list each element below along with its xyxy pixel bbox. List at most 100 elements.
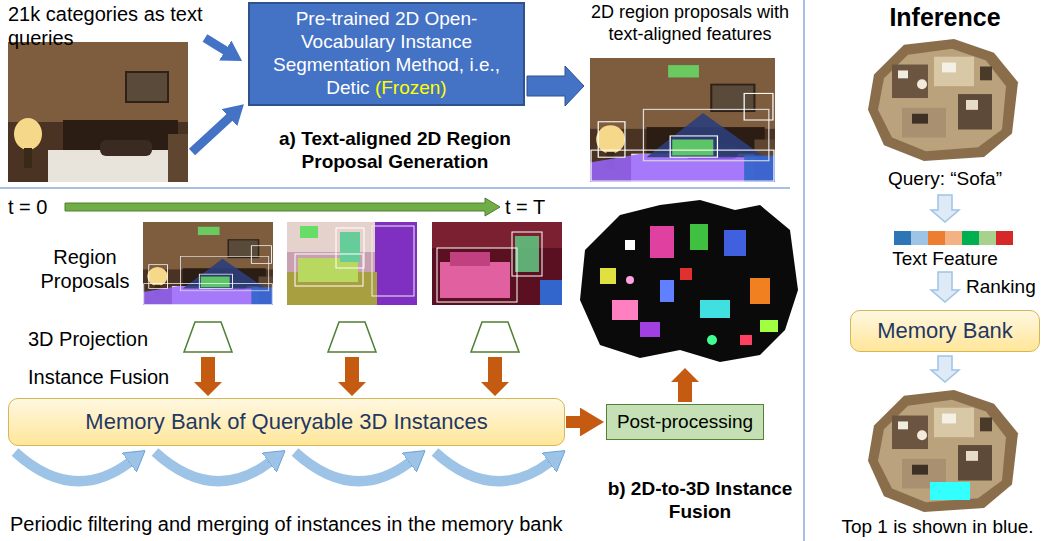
- fused-3d-scene: [690, 224, 708, 250]
- row-label: Region Proposals: [30, 245, 140, 293]
- fused-3d-scene: [580, 200, 798, 362]
- proposal-photo: [590, 58, 775, 182]
- fused-3d-scene: [750, 278, 770, 304]
- node-text: Memory Bank of Queryable 3D Instances: [85, 409, 487, 434]
- query-text: Query: “Sofa”: [840, 168, 1050, 191]
- fused-3d-scene: [760, 320, 778, 332]
- fused-3d-scene: [626, 276, 634, 284]
- step-label: Ranking: [966, 276, 1050, 299]
- region-proposal-photo: [375, 222, 417, 305]
- region-proposal-photo: [143, 227, 273, 305]
- input-arrow: [205, 38, 226, 51]
- region-proposal-photo: [432, 222, 562, 305]
- projection-frustum: [184, 322, 519, 352]
- region-proposal-photo: [287, 222, 417, 305]
- scene-3d: [868, 39, 1018, 161]
- result-caption: Top 1 is shown in blue.: [825, 516, 1050, 539]
- fusion-arrow: [194, 357, 222, 396]
- output-caption: 2D region proposals with text-aligned fe…: [578, 2, 802, 45]
- proposal-photo: [590, 58, 775, 182]
- panel-title: Inference: [850, 2, 1040, 32]
- region-proposal-photo: [450, 252, 490, 266]
- fused-3d-scene: [740, 335, 752, 345]
- time-arrow: [65, 198, 500, 216]
- fused-3d-scene: [600, 268, 616, 284]
- fusion-arrow: [194, 357, 699, 402]
- note-text: Periodic filtering and merging of instan…: [10, 512, 790, 536]
- projection-frustum: [471, 322, 519, 352]
- region-proposal-photo: [336, 228, 364, 268]
- text-feature-bar: [962, 231, 979, 245]
- inference-arrow: [931, 356, 959, 382]
- input-photo: [8, 42, 188, 182]
- row-label: Instance Fusion: [28, 365, 188, 389]
- region-proposal-photo: [143, 222, 273, 305]
- section-title: a) Text-aligned 2D Region Proposal Gener…: [245, 128, 545, 174]
- memory-bank-box: Memory Bank: [850, 310, 1040, 352]
- input-arrow: [192, 117, 230, 152]
- text-feature-bar: [911, 231, 928, 245]
- separator-line: [0, 0, 804, 541]
- node-text-block: Post-processing: [607, 408, 763, 437]
- fused-3d-scene: [660, 280, 674, 302]
- text-feature-bar: [945, 231, 962, 245]
- text-feature-bar: [894, 231, 1013, 245]
- time-arrow: [65, 198, 500, 216]
- node-text: Post-processing: [617, 411, 753, 432]
- text-feature-bar: [996, 231, 1013, 245]
- region-proposal-photo: [512, 232, 542, 276]
- node-text-block: Pre-trained 2D Open-Vocabulary Instance …: [250, 5, 523, 102]
- fusion-arrow: [671, 368, 699, 402]
- inference-arrow: [931, 195, 959, 382]
- projection-frustum: [184, 322, 232, 352]
- fused-3d-scene: [640, 322, 660, 337]
- time-label: t = 0: [8, 195, 64, 219]
- node-text: (Frozen): [375, 77, 447, 98]
- separator-line: [0, 187, 790, 189]
- periodic-arrow: [435, 452, 550, 481]
- region-proposal-photo: [300, 226, 318, 238]
- node-text-block: Memory Bank: [851, 315, 1039, 347]
- fused-3d-scene: [724, 230, 746, 256]
- periodic-arrow: [295, 452, 410, 481]
- region-proposal-photo: [287, 222, 417, 305]
- fusion-arrow: [481, 357, 509, 396]
- row-label: 3D Projection: [28, 327, 178, 351]
- model-box: Pre-trained 2D Open-Vocabulary Instance …: [248, 2, 525, 106]
- flow-arrow: [566, 416, 580, 428]
- result-scene-3d: [868, 390, 1018, 512]
- periodic-arrow: [155, 452, 270, 481]
- fused-3d-scene: [707, 335, 717, 345]
- inference-arrow: [931, 195, 959, 222]
- region-proposal-photo: [437, 248, 517, 302]
- input-photo: [8, 42, 188, 182]
- region-proposal-photo: [432, 222, 562, 305]
- fused-3d-scene: [680, 268, 692, 280]
- region-proposal-photo: [340, 232, 360, 262]
- projection-frustum: [328, 322, 376, 352]
- section-title: b) 2D-to-3D Instance Fusion: [600, 478, 800, 524]
- input-caption: 21k categories as text queries: [8, 2, 244, 50]
- proposal-photo: [590, 65, 775, 182]
- text-feature-bar: [979, 231, 996, 245]
- region-proposal-photo: [372, 226, 414, 296]
- result-scene-3d: [868, 390, 1018, 512]
- separator-line: [803, 0, 805, 541]
- periodic-arrow: [15, 452, 550, 481]
- periodic-arrow: [15, 452, 130, 481]
- scene-3d: [868, 39, 1018, 161]
- process-box: Post-processing: [606, 404, 764, 440]
- region-proposal-photo: [295, 254, 363, 286]
- region-proposal-photo: [440, 262, 510, 298]
- feature-label: Text Feature: [850, 248, 1040, 271]
- fused-3d-scene: [700, 300, 730, 318]
- text-feature-bar: [928, 231, 945, 245]
- region-proposal-photo: [540, 280, 562, 305]
- node-text: Memory Bank: [877, 318, 1013, 343]
- input-arrow: [527, 66, 584, 106]
- memory-bank-box: Memory Bank of Queryable 3D Instances: [8, 398, 565, 446]
- fused-3d-scene: [580, 200, 798, 362]
